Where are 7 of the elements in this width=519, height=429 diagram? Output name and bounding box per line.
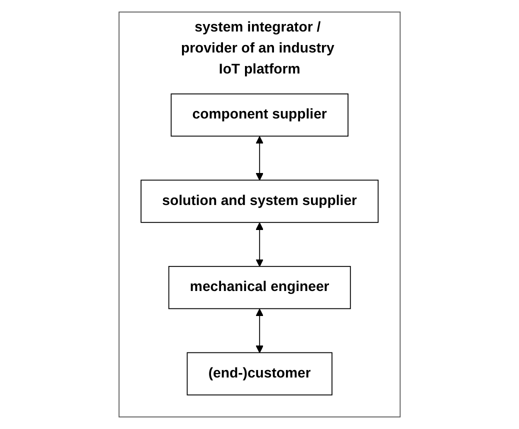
- node-box: (end-)customer: [186, 352, 332, 396]
- arrow: [256, 136, 264, 181]
- arrow: [256, 222, 264, 267]
- node-box: solution and system supplier: [140, 180, 378, 223]
- node-box: mechanical engineer: [168, 266, 351, 310]
- node-box: component supplier: [170, 93, 348, 137]
- arrow: [256, 308, 264, 354]
